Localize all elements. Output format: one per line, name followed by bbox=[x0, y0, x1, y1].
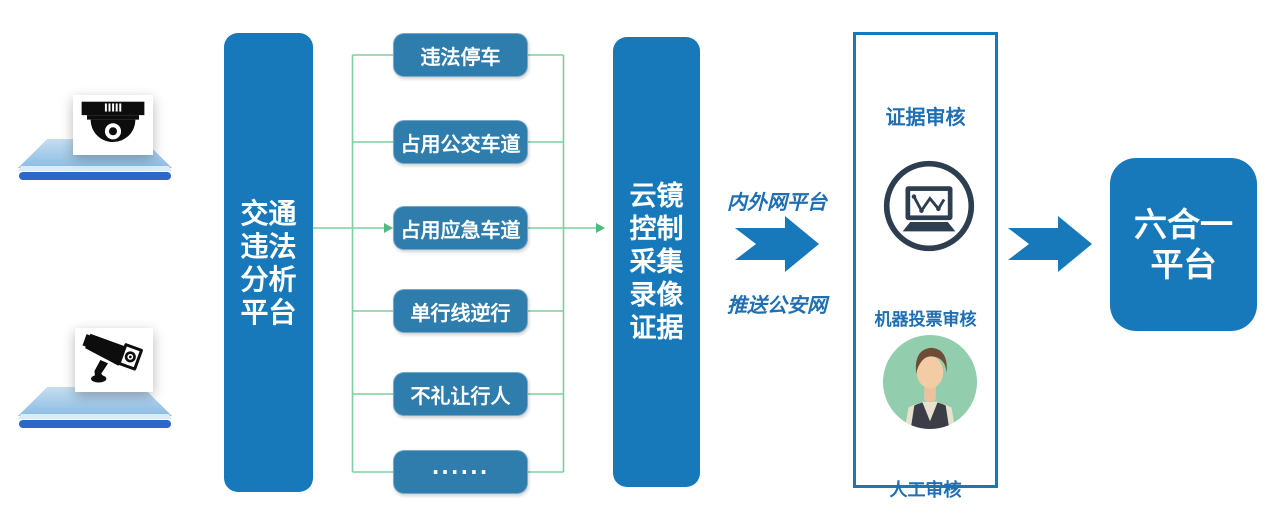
machine-review-laptop-icon bbox=[883, 160, 975, 252]
node-label-line: 分析 bbox=[240, 262, 297, 296]
node-label-line: 证据 bbox=[629, 312, 684, 344]
manual-review-person-icon bbox=[882, 334, 978, 430]
violation-box: 占用应急车道 bbox=[393, 206, 528, 250]
evidence-review-panel: 证据审核 机器投票审核 人工审核 bbox=[853, 32, 998, 501]
violation-box: 占用公交车道 bbox=[393, 120, 528, 164]
camera-platform-bottom bbox=[18, 387, 172, 428]
final-platform-node: 六合一 平台 bbox=[1110, 158, 1257, 331]
node-label-line: 平台 bbox=[1150, 244, 1217, 284]
machine-review-label: 机器投票审核 bbox=[874, 310, 977, 330]
platform-edge bbox=[18, 414, 172, 419]
collection-platform-node: 云镜 控制 采集 录像 证据 bbox=[613, 37, 700, 487]
node-label-line: 采集 bbox=[629, 246, 684, 278]
bullet-camera-card bbox=[75, 328, 153, 392]
violation-label: 占用应急车道 bbox=[400, 217, 521, 242]
manual-review-label: 人工审核 bbox=[889, 480, 962, 501]
dome-camera-icon bbox=[81, 101, 145, 143]
node-label-line: 录像 bbox=[629, 279, 684, 311]
node-label-line: 违法 bbox=[240, 229, 297, 263]
dome-camera-card bbox=[73, 95, 153, 155]
flow-arrow-to-final-icon bbox=[1008, 216, 1092, 272]
arrowhead-icon bbox=[596, 223, 605, 233]
analysis-platform-node: 交通 违法 分析 平台 bbox=[224, 33, 313, 492]
violation-label: 占用公交车道 bbox=[400, 131, 521, 156]
evidence-review-title: 证据审核 bbox=[885, 105, 966, 129]
violation-label: 单行线逆行 bbox=[410, 300, 511, 325]
node-label-line: 云镜 bbox=[629, 180, 684, 212]
node-label-line: 控制 bbox=[629, 213, 684, 245]
platform-edge bbox=[18, 166, 172, 171]
violation-label: 不礼让行人 bbox=[410, 383, 511, 408]
violation-box: ...... bbox=[393, 450, 528, 494]
push-police-net-label: 推送公安网 bbox=[727, 293, 827, 317]
arrowhead-icon bbox=[384, 223, 393, 233]
platform-base-bar bbox=[19, 420, 171, 428]
node-label-line: 六合一 bbox=[1134, 204, 1233, 244]
node-label-line: 平台 bbox=[240, 295, 297, 329]
violation-label-ellipsis: ...... bbox=[431, 455, 490, 479]
network-platform-label: 内外网平台 bbox=[727, 190, 827, 214]
platform-base-bar bbox=[19, 172, 171, 180]
flow-arrow-to-review-icon bbox=[735, 216, 819, 272]
violation-label: 违法停车 bbox=[420, 44, 501, 69]
bullet-camera-icon bbox=[82, 333, 143, 383]
node-label-line: 交通 bbox=[240, 196, 297, 230]
violation-box: 违法停车 bbox=[393, 33, 528, 77]
violation-box: 不礼让行人 bbox=[393, 372, 528, 416]
violation-box: 单行线逆行 bbox=[393, 289, 528, 333]
